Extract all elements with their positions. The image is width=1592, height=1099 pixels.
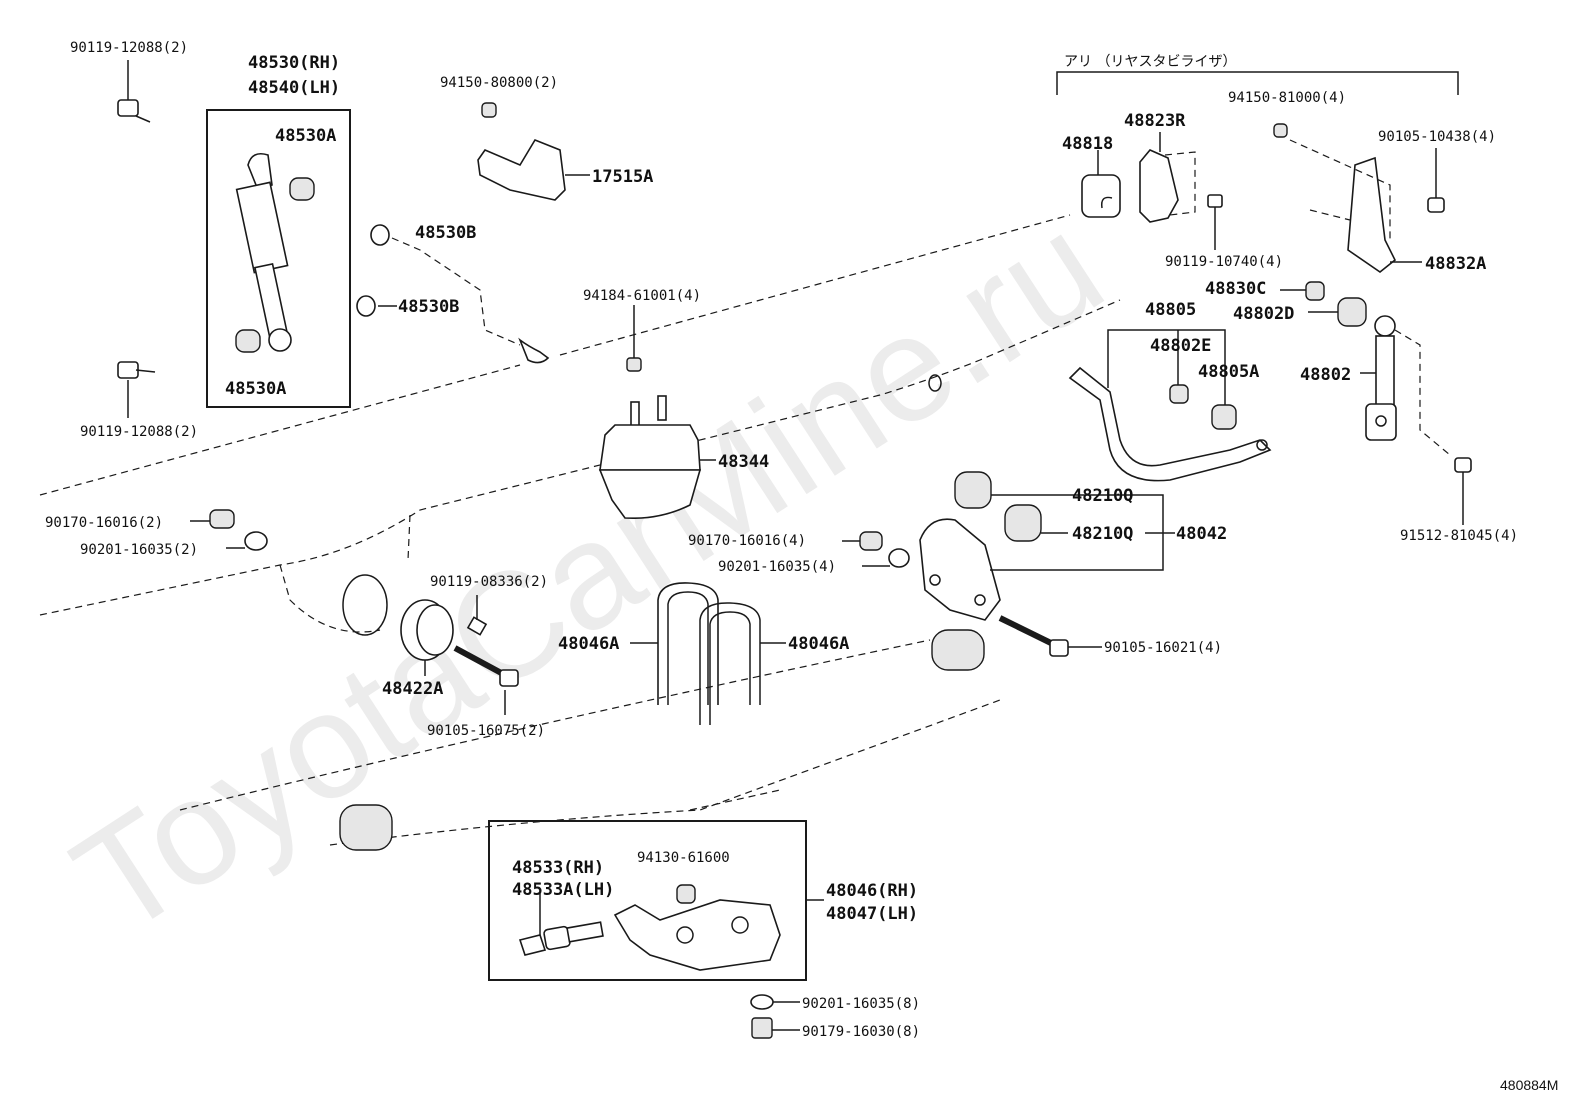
label-48805a: 48805A	[1198, 362, 1259, 382]
bolt-90119-12088-top	[117, 60, 151, 123]
label-48530b-2: 48530B	[398, 297, 459, 317]
washer-90201-16035-mid	[888, 548, 910, 568]
bolt-90119-08336	[466, 595, 488, 636]
label-48823r: 48823R	[1124, 111, 1186, 131]
label-90105-10438: 90105-10438(4)	[1378, 129, 1496, 145]
label-94150-81000: 94150-81000(4)	[1228, 90, 1346, 106]
bolt-91512-81045	[1454, 457, 1472, 525]
bushing-48805a	[1211, 404, 1237, 430]
label-48540-lh: 48540(LH)	[248, 78, 340, 98]
label-48422a: 48422A	[382, 679, 443, 699]
shackle-pin-48533	[518, 892, 604, 956]
nut-90179-16030	[751, 1017, 773, 1039]
link-bracket-48832a	[1289, 139, 1422, 273]
label-90119-12088-top: 90119-12088(2)	[70, 40, 188, 56]
label-90105-16021: 90105-16021(4)	[1104, 640, 1222, 656]
bushing-48530a-top	[289, 177, 315, 201]
label-90179-16030: 90179-16030(8)	[802, 1024, 920, 1040]
nut-94130-61600	[676, 884, 696, 904]
washer-90201-16035-bottom	[750, 994, 774, 1010]
spring-bushing-front	[931, 629, 985, 671]
washer-48530b-2	[356, 295, 376, 317]
label-48042: 48042	[1176, 524, 1227, 544]
mount-48422a	[400, 599, 454, 676]
bushing-48802d	[1337, 297, 1367, 327]
label-90201-16035-mid: 90201-16035(4)	[718, 559, 836, 575]
label-48046a-right: 48046A	[788, 634, 849, 654]
label-17515a: 17515A	[592, 167, 653, 187]
shackle-plate-48046	[613, 899, 824, 971]
label-48046a-left: 48046A	[558, 634, 619, 654]
stabilizer-link-48802	[1360, 315, 1451, 456]
u-bolt-48046a-left	[657, 582, 719, 705]
bracket-17515a	[477, 139, 590, 201]
bushing-48210q-1	[954, 471, 1145, 509]
nut-94150-80800	[481, 102, 497, 118]
label-90201-16035-bottom: 90201-16035(8)	[802, 996, 920, 1012]
label-48047-lh: 48047(LH)	[826, 904, 918, 924]
label-48210q-2: 48210Q	[1072, 524, 1133, 544]
label-94130-61600: 94130-61600	[637, 850, 730, 866]
bump-stopper-48344	[598, 395, 716, 520]
label-94150-80800: 94150-80800(2)	[440, 75, 558, 91]
label-90201-16035-left: 90201-16035(2)	[80, 542, 198, 558]
shackle-48042	[919, 518, 1001, 621]
label-48802d: 48802D	[1233, 304, 1294, 324]
shock-absorber	[235, 152, 292, 352]
washer-90201-16035-left	[244, 531, 268, 551]
bushing-48830c	[1305, 281, 1325, 301]
bolt-90105-16021	[998, 615, 1102, 657]
label-48818: 48818	[1062, 134, 1113, 154]
bolt-90105-16075	[453, 645, 519, 715]
label-48802: 48802	[1300, 365, 1351, 385]
label-90105-16075: 90105-16075(2)	[427, 723, 545, 739]
label-91512-81045: 91512-81045(4)	[1400, 528, 1518, 544]
label-90170-16016-left: 90170-16016(2)	[45, 515, 163, 531]
label-48805: 48805	[1145, 300, 1196, 320]
label-90119-12088-bottom: 90119-12088(2)	[80, 424, 198, 440]
bolt-90119-12088-bottom	[117, 361, 156, 418]
label-48530a-bottom: 48530A	[225, 379, 286, 399]
bushing-48210q-2	[1004, 504, 1068, 542]
bushing-90170-16016-mid	[859, 531, 883, 551]
spring-bushing-rear	[339, 804, 393, 851]
stabilizer-bracket-48823r	[1139, 132, 1196, 223]
label-94184-61001: 94184-61001(4)	[583, 288, 701, 304]
nut-94184-61001	[626, 357, 642, 372]
label-90119-08336: 90119-08336(2)	[430, 574, 548, 590]
label-48344: 48344	[718, 452, 769, 472]
bolt-90105-10438	[1427, 148, 1445, 213]
u-bolt-48046a-right	[699, 602, 761, 725]
nut-94150-81000	[1273, 123, 1288, 138]
label-48533-rh: 48533(RH)	[512, 858, 604, 878]
bushing-90170-16016-left	[209, 509, 235, 529]
diagram-code: 480884M	[1500, 1077, 1558, 1093]
label-48530-rh: 48530(RH)	[248, 53, 340, 73]
stabilizer-bar-48805	[1068, 366, 1272, 482]
label-48802e: 48802E	[1150, 336, 1211, 356]
label-90170-16016-mid: 90170-16016(4)	[688, 533, 806, 549]
washer-48530b-1	[370, 224, 390, 246]
label-48530a-top: 48530A	[275, 126, 336, 146]
bushing-48530a-bottom	[235, 329, 261, 353]
bolt-90119-10740	[1207, 194, 1223, 250]
label-group-rear-stabilizer: アリ （リヤスタビライザ）	[1064, 54, 1236, 70]
label-48533a-lh: 48533A(LH)	[512, 880, 614, 900]
label-48530b-1: 48530B	[415, 223, 476, 243]
bushing-48802e	[1169, 384, 1189, 404]
label-48210q-1: 48210Q	[1072, 486, 1133, 506]
stabilizer-bushing-48818	[1081, 150, 1121, 218]
label-48832a: 48832A	[1425, 254, 1486, 274]
label-90119-10740: 90119-10740(4)	[1165, 254, 1283, 270]
label-48830c: 48830C	[1205, 279, 1266, 299]
shock-absorber-box	[206, 109, 351, 408]
label-48046-rh: 48046(RH)	[826, 881, 918, 901]
